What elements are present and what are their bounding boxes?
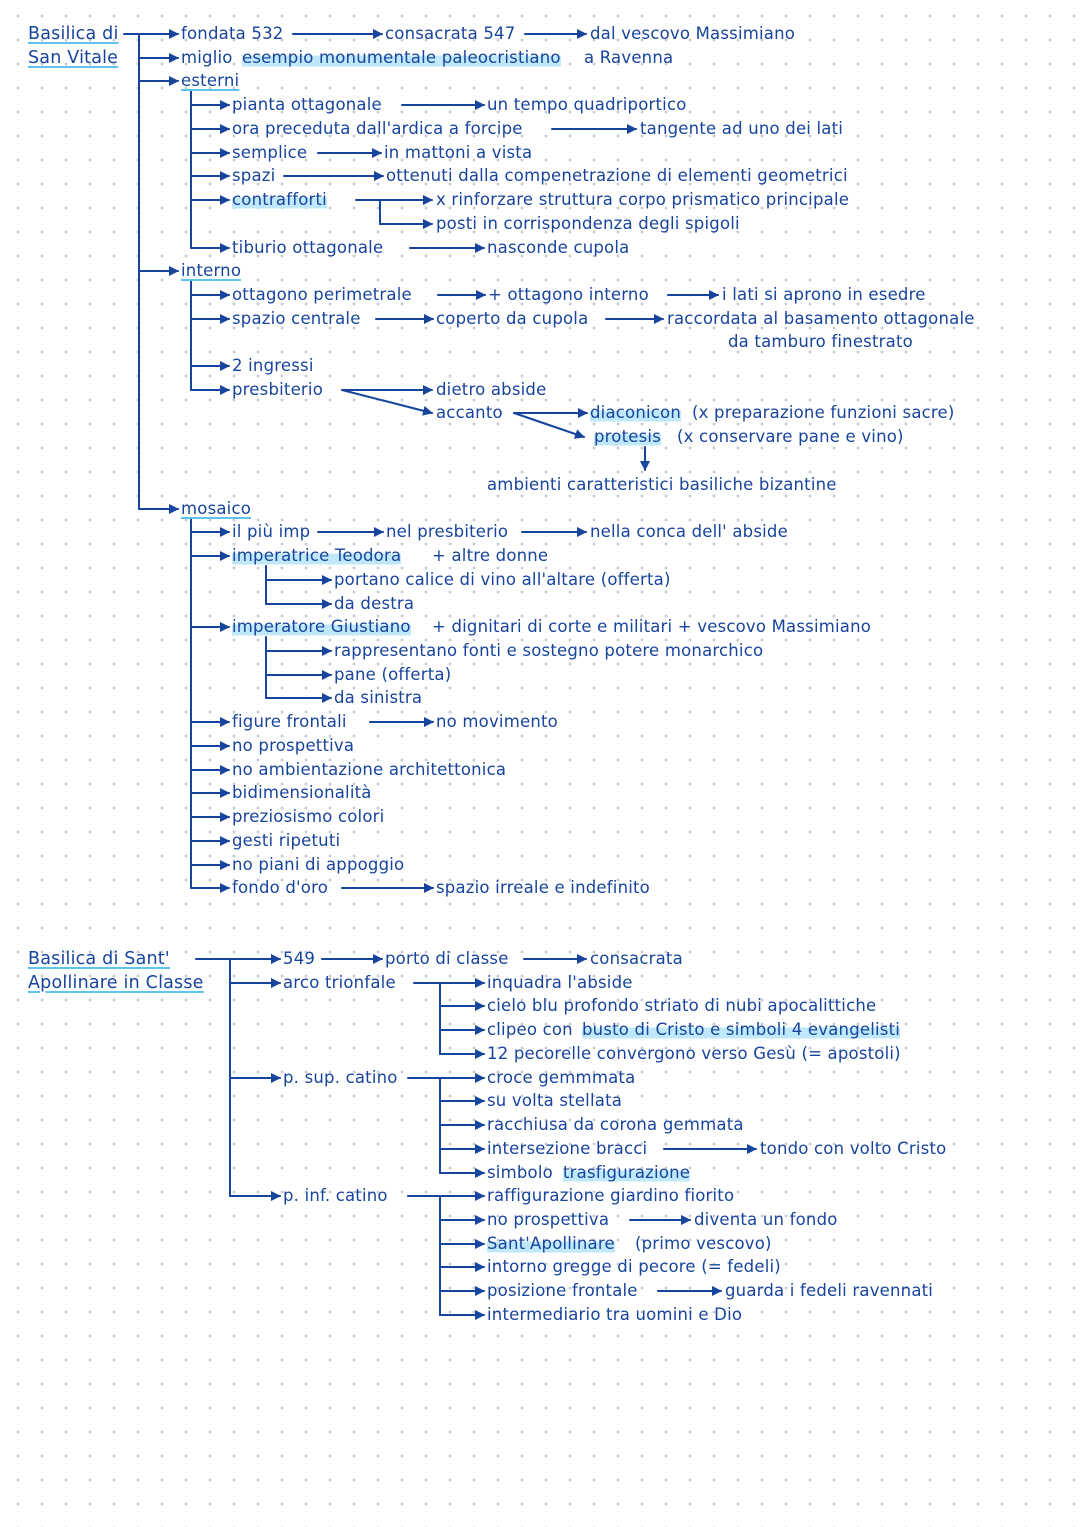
node-pecorelle: 12 pecorelle convergono verso Gesù (= ap… — [487, 1044, 901, 1063]
node-guarda-fedeli: guarda i fedeli ravennati — [725, 1281, 934, 1300]
node-accanto: accanto — [436, 403, 503, 422]
section-title-apollinare-line-1: Basilica di Sant' — [28, 949, 170, 969]
node-simbolo: simbolo — [487, 1163, 553, 1182]
section-title-apollinare-line-2: Apollinare in Classe — [28, 973, 204, 993]
node-dietro-abside: dietro abside — [436, 380, 547, 399]
connector-arrow-37 — [513, 412, 585, 439]
node-calice: portano calice di vino all'altare (offer… — [334, 570, 671, 589]
node-preziosismo: preziosismo colori — [232, 807, 385, 826]
node-p-inf-catino: p. inf. catino — [283, 1186, 388, 1205]
node-corona: racchiusa da corona gemmata — [487, 1115, 744, 1134]
node-tiburio: tiburio ottagonale — [232, 238, 384, 257]
node-da-destra: da destra — [334, 594, 415, 613]
node-teodora: imperatrice Teodora — [232, 546, 402, 566]
node-primo-vescovo: (primo vescovo) — [635, 1234, 772, 1253]
node-clipeo: clipeo con — [487, 1020, 573, 1039]
node-gregge: intorno gregge di pecore (= fedeli) — [487, 1257, 781, 1276]
node-diventa-fondo: diventa un fondo — [694, 1210, 838, 1229]
node-rinforzare: x rinforzare struttura corpo prismatico … — [436, 190, 850, 209]
node-compenetrazione: ottenuti dalla compenetrazione di elemen… — [386, 166, 848, 185]
node-trasfigurazione: trasfigurazione — [563, 1163, 691, 1183]
node-ottagono-interno: + ottagono interno — [488, 285, 649, 304]
connector-arrow-23 — [379, 199, 433, 229]
node-quadriportico: un tempo quadriportico — [487, 95, 687, 114]
node-ravenna: a Ravenna — [584, 48, 674, 67]
connector-arrow-35 — [341, 389, 433, 416]
node-fondata: fondata 532 — [181, 24, 284, 43]
node-ottagono-perimetrale: ottagono perimetrale — [232, 285, 412, 304]
node-conca-abside: nella conca dell' abside — [590, 522, 788, 541]
node-arco-trionfale: arco trionfale — [283, 973, 396, 992]
node-da-sinistra: da sinistra — [334, 688, 423, 707]
node-bidimensionalita: bidimensionalità — [232, 783, 372, 802]
node-presbiterio: presbiterio — [232, 380, 323, 399]
node-consacrata-apollinare: consacrata — [590, 949, 683, 968]
node-tamburo: da tamburo finestrato — [728, 332, 913, 351]
node-mattoni: in mattoni a vista — [384, 143, 533, 162]
node-pianta-ottagonale: pianta ottagonale — [232, 95, 382, 114]
node-tangente: tangente ad uno dei lati — [640, 119, 844, 138]
node-dignitari: + dignitari di corte e militari + vescov… — [432, 617, 872, 636]
node-interno: interno — [181, 261, 242, 280]
node-no-ambientazione: no ambientazione architettonica — [232, 760, 507, 779]
node-figure-frontali: figure frontali — [232, 712, 347, 731]
node-gesti: gesti ripetuti — [232, 831, 341, 850]
node-nasconde: nasconde cupola — [487, 238, 630, 257]
node-mosaico: mosaico — [181, 499, 252, 518]
node-nel-presbiterio: nel presbiterio — [386, 522, 509, 541]
node-esterni: esterni — [181, 71, 240, 90]
node-porto-classe: porto di classe — [385, 949, 509, 968]
node-giustiano: imperatore Giustiano — [232, 617, 411, 637]
node-sant-apollinare: Sant'Apollinare — [487, 1234, 615, 1254]
node-croce: croce gemmmata — [487, 1068, 636, 1087]
node-posizione-frontale: posizione frontale — [487, 1281, 638, 1300]
section-title-san-vitale-line-2: San Vitale — [28, 48, 119, 68]
node-ardica: ora preceduta dall'ardica a forcipe — [232, 119, 523, 138]
node-rappresentano: rappresentano fonti e sostegno potere mo… — [334, 641, 764, 660]
section-title-san-vitale-line-1: Basilica di — [28, 24, 119, 44]
node-protesis: protesis — [594, 427, 661, 447]
node-spazio-irreale: spazio irreale e indefinito — [436, 878, 650, 897]
node-altre-donne: + altre donne — [432, 546, 549, 565]
node-piani-appoggio: no piani di appoggio — [232, 855, 405, 874]
node-no-movimento: no movimento — [436, 712, 558, 731]
node-volta: su volta stellata — [487, 1091, 623, 1110]
node-raccordata: raccordata al basamento ottagonale — [667, 309, 975, 328]
node-spigoli: posti in corrispondenza degli spigoli — [436, 214, 740, 233]
node-esempio-monumentale: esempio monumentale paleocristiano — [242, 48, 561, 68]
node-no-prospettiva: no prospettiva — [232, 736, 355, 755]
node-no-prospettiva-apollinare: no prospettiva — [487, 1210, 610, 1229]
node-pane: pane (offerta) — [334, 665, 452, 684]
node-semplice: semplice — [232, 143, 308, 162]
node-intermediario: intermediario tra uomini e Dio — [487, 1305, 743, 1324]
node-cielo: cielo blu profondo striato di nubi apoca… — [487, 996, 877, 1015]
node-busto-cristo: busto di Cristo e simboli 4 evangelisti — [582, 1020, 901, 1040]
node-intersezione: intersezione bracci — [487, 1139, 648, 1158]
node-piu-imp: il più imp — [232, 522, 311, 541]
node-diaconicon: diaconicon — [590, 403, 682, 423]
node-giardino: raffigurazione giardino fiorito — [487, 1186, 735, 1205]
node-inquadra: inquadra l'abside — [487, 973, 633, 992]
node-spazi: spazi — [232, 166, 276, 185]
node-contrafforti: contrafforti — [232, 190, 327, 210]
node-ingressi: 2 ingressi — [232, 356, 314, 375]
node-esedre: i lati si aprono in esedre — [722, 285, 926, 304]
node-diaconicon-note: (x preparazione funzioni sacre) — [692, 403, 955, 422]
node-ambienti: ambienti caratteristici basiliche bizant… — [487, 475, 837, 494]
node-fondo-oro: fondo d'oro — [232, 878, 328, 897]
node-p-sup-catino: p. sup. catino — [283, 1068, 398, 1087]
node-protesis-note: (x conservare pane e vino) — [677, 427, 904, 446]
node-miglio: miglio — [181, 48, 233, 67]
node-consacrata: consacrata 547 — [385, 24, 516, 43]
node-coperto: coperto da cupola — [436, 309, 589, 328]
node-vescovo: dal vescovo Massimiano — [590, 24, 796, 43]
node-tondo: tondo con volto Cristo — [760, 1139, 947, 1158]
node-549: 549 — [283, 949, 316, 968]
node-spazio-centrale: spazio centrale — [232, 309, 361, 328]
